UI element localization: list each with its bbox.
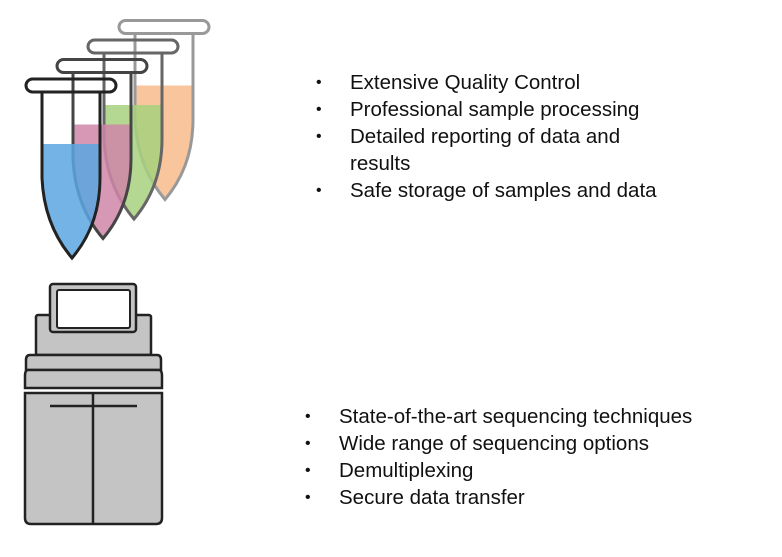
sequencer-machine-icon	[23, 282, 164, 526]
list-item: Professional sample processing	[316, 96, 676, 123]
list-item: Detailed reporting of data and results	[316, 123, 676, 177]
tube-liquid	[42, 144, 100, 258]
tube-cap	[117, 19, 211, 35]
list-item: Secure data transfer	[305, 484, 775, 511]
tube-cap	[55, 58, 149, 74]
list-item: Demultiplexing	[305, 457, 775, 484]
sequencing-list: State-of-the-art sequencing techniques W…	[305, 403, 775, 511]
sample-handling-list: Extensive Quality Control Professional s…	[316, 69, 676, 204]
list-item: Safe storage of samples and data	[316, 177, 676, 204]
tube-cap	[24, 77, 118, 94]
tube-cap	[86, 38, 180, 55]
tube-body	[40, 92, 102, 261]
list-item: Wide range of sequencing options	[305, 430, 775, 457]
tube-1	[24, 77, 118, 261]
list-item: State-of-the-art sequencing techniques	[305, 403, 775, 430]
list-item: Extensive Quality Control	[316, 69, 676, 96]
sample-tubes-icon	[24, 19, 211, 261]
